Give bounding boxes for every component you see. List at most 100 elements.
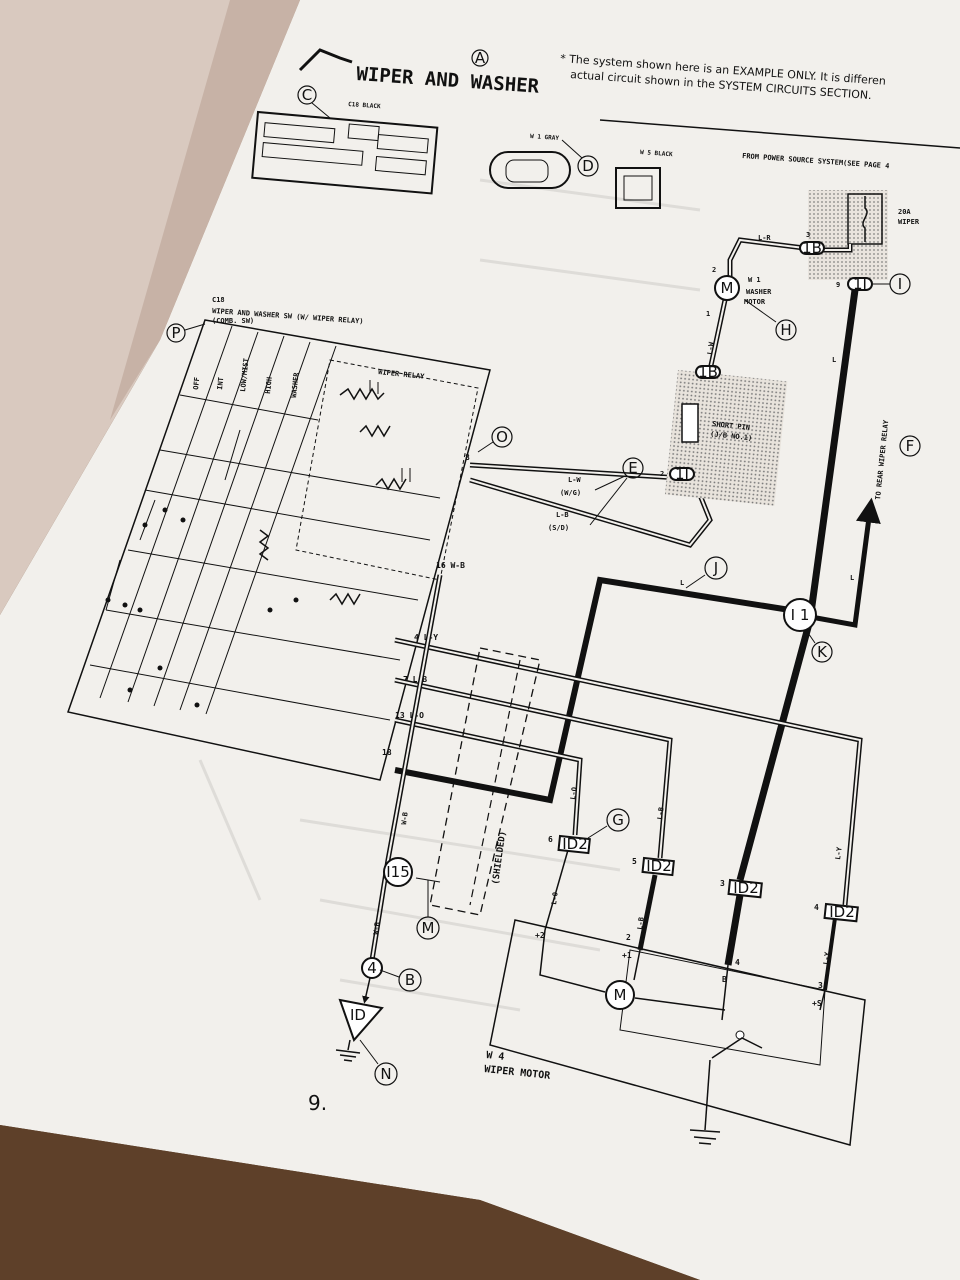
svg-text:4: 4 <box>814 903 819 912</box>
svg-text:1B: 1B <box>698 363 718 381</box>
svg-text:7 L-B: 7 L-B <box>403 675 427 684</box>
show-through <box>198 178 701 1012</box>
svg-text:+1: +1 <box>622 951 632 960</box>
svg-text:2: 2 <box>660 470 664 478</box>
svg-text:D: D <box>582 157 594 175</box>
svg-text:ID2: ID2 <box>733 879 759 897</box>
svg-text:LOW/MIST: LOW/MIST <box>239 358 250 392</box>
svg-text:HIGH: HIGH <box>264 377 274 395</box>
svg-text:ID2: ID2 <box>829 903 855 921</box>
left-page-shade <box>110 0 300 420</box>
svg-text:I 1: I 1 <box>791 606 810 624</box>
svg-text:3: 3 <box>720 879 725 888</box>
callout-a: A <box>471 49 489 67</box>
svg-text:20A: 20A <box>898 208 911 216</box>
svg-text:W-B: W-B <box>400 812 410 826</box>
fuse-20a: 20A WIPER <box>808 190 920 280</box>
svg-text:+S: +S <box>812 999 822 1008</box>
svg-text:M: M <box>721 279 734 297</box>
wire-l-to-rear <box>799 497 881 628</box>
callout-f: F <box>899 435 921 457</box>
callout-c: C <box>297 85 331 119</box>
svg-text:(W/G): (W/G) <box>560 489 581 497</box>
svg-text:13 L-O: 13 L-O <box>395 711 424 720</box>
svg-text:16 W-B: 16 W-B <box>436 561 465 570</box>
svg-text:ID2: ID2 <box>562 835 588 853</box>
callout-m: M <box>415 877 441 940</box>
svg-text:I15: I15 <box>386 863 410 881</box>
svg-text:W 1 GRAY: W 1 GRAY <box>530 133 560 142</box>
svg-text:H: H <box>780 321 791 339</box>
connector-w5: W 5 BLACK <box>615 149 673 209</box>
svg-text:B: B <box>722 975 727 984</box>
svg-text:1B: 1B <box>802 239 822 257</box>
callout-d: D <box>561 139 599 177</box>
callout-b: B <box>379 968 422 992</box>
svg-text:G: G <box>612 811 624 829</box>
callout-j: J <box>685 556 728 589</box>
desk-edge <box>0 1125 700 1280</box>
wiper-motor: M +2 +1 2 4 B 3 +S W 4 WIPER MOTOR <box>484 919 866 1146</box>
svg-text:L-B: L-B <box>556 511 569 519</box>
svg-text:6: 6 <box>548 835 553 844</box>
svg-text:L: L <box>744 845 753 850</box>
svg-text:L-W: L-W <box>568 476 581 484</box>
svg-text:O: O <box>496 428 508 446</box>
svg-text:M: M <box>614 986 627 1004</box>
svg-text:L-Y: L-Y <box>822 951 832 965</box>
svg-text:3: 3 <box>806 231 810 239</box>
svg-text:L-O: L-O <box>550 892 560 906</box>
svg-text:4: 4 <box>735 958 740 967</box>
svg-text:WASHER: WASHER <box>290 371 301 398</box>
callout-i: I <box>873 273 911 295</box>
svg-text:+2: +2 <box>535 931 545 940</box>
svg-text:W 1: W 1 <box>748 276 761 284</box>
svg-text:MOTOR: MOTOR <box>744 298 766 306</box>
callout-k: K <box>805 629 833 663</box>
svg-text:W-B: W-B <box>372 922 382 936</box>
callout-e: E <box>589 457 644 526</box>
svg-text:3: 3 <box>818 981 823 990</box>
wiper-logo-icon <box>298 48 353 72</box>
page-number: 9. <box>308 1091 327 1115</box>
callouts: A B C D E F G H I J K M N O P <box>166 49 921 1086</box>
header-rule <box>599 119 960 149</box>
connector-w1: W 1 GRAY <box>489 133 571 189</box>
ground-id: ID <box>335 977 384 1062</box>
svg-text:5: 5 <box>632 857 637 866</box>
svg-text:SHORT PIN: SHORT PIN <box>712 420 751 432</box>
svg-text:WIPER: WIPER <box>898 218 920 226</box>
svg-text:8: 8 <box>465 453 470 462</box>
svg-text:C18: C18 <box>212 296 225 304</box>
svg-text:L: L <box>832 356 836 364</box>
svg-text:P: P <box>171 324 180 342</box>
callout-g: G <box>587 808 630 839</box>
svg-text:J: J <box>713 559 718 577</box>
svg-text:W 5 BLACK: W 5 BLACK <box>640 149 673 158</box>
svg-text:W 4: W 4 <box>486 1050 505 1063</box>
svg-text:ID: ID <box>350 1006 366 1024</box>
callout-h: H <box>744 299 797 341</box>
junction-connectors: 1B 3 1I 9 1B 1I 2 I 1 I15 4 ID2 6 ID2 5 … <box>361 231 873 979</box>
callout-n: N <box>359 1039 398 1086</box>
svg-text:A: A <box>475 49 486 67</box>
svg-text:1I: 1I <box>675 465 689 483</box>
short-pin-jb1: SHORT PIN (J/B NO.1) <box>664 370 788 506</box>
svg-text:C18 BLACK: C18 BLACK <box>348 101 381 110</box>
svg-text:C: C <box>302 86 312 104</box>
svg-text:L-O: L-O <box>569 787 579 801</box>
svg-text:E: E <box>628 459 637 477</box>
svg-text:OFF: OFF <box>192 377 201 390</box>
svg-text:L-B: L-B <box>656 807 666 821</box>
callout-p: P <box>166 323 206 343</box>
svg-text:(S/D): (S/D) <box>548 524 569 532</box>
svg-text:I: I <box>898 275 902 293</box>
svg-text:N: N <box>380 1065 391 1083</box>
svg-text:F: F <box>906 437 915 455</box>
svg-text:WASHER: WASHER <box>746 288 772 296</box>
svg-text:K: K <box>817 643 828 661</box>
svg-text:L-W: L-W <box>706 341 716 355</box>
wire-l-j <box>394 576 791 804</box>
svg-text:18: 18 <box>382 748 392 757</box>
